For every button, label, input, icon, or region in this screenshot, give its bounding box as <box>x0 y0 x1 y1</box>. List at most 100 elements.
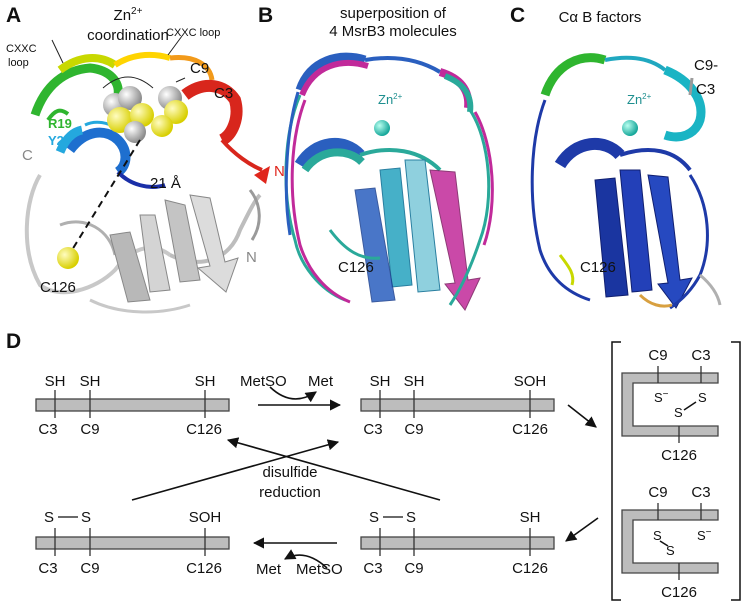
n-terminus-grey-label: N <box>246 249 257 266</box>
c3-thiol: SH <box>370 373 391 390</box>
c9-label: C9 <box>190 60 209 77</box>
c126-sulfur-atom <box>57 247 79 269</box>
zinc-atom <box>124 121 146 143</box>
panel-d: D SH SH SH C3 C9 C126 SH SH SOH C3 C9 C1… <box>6 330 741 601</box>
state-3-disulfide: S S SH C3 C9 C126 <box>360 509 555 577</box>
c126-label: C126 <box>661 584 697 601</box>
c9-label: C9 <box>648 347 667 364</box>
c9-sulfur: S <box>81 509 91 526</box>
panel-c-c3-label: C3 <box>696 81 715 98</box>
c126-sulfur: S <box>674 405 683 420</box>
c3-sulfur: S <box>369 509 379 526</box>
panel-d-letter: D <box>6 330 21 353</box>
panel-c-zn-label: Zn2+ <box>627 92 652 107</box>
panel-a-annotations: Zn2+ coordination CXXC loop CXXC loop C9… <box>6 6 285 296</box>
c126-label: C126 <box>186 560 222 577</box>
metso-label: MetSO <box>240 373 287 390</box>
c3-label: C3 <box>38 560 57 577</box>
c9-label: C9 <box>80 421 99 438</box>
r19-label: R19 <box>48 116 72 131</box>
panel-b-title-2: 4 MsrB3 molecules <box>329 23 457 40</box>
panel-c-letter: C <box>510 4 525 27</box>
panel-b-letter: B <box>258 4 273 27</box>
metso-label: MetSO <box>296 561 343 578</box>
c9-thiol: SH <box>404 373 425 390</box>
c126-label: C126 <box>512 560 548 577</box>
c3-label: C3 <box>363 560 382 577</box>
c9-sulfur: S <box>653 528 662 543</box>
panel-c-ribbon <box>530 53 722 310</box>
state-1-reduced: SH SH SH C3 C9 C126 <box>35 373 230 438</box>
c126-thiol: SH <box>520 509 541 526</box>
c126-label: C126 <box>186 421 222 438</box>
panel-c-title: Cα B factors <box>559 9 642 26</box>
protein-bar <box>360 398 555 412</box>
met-label: Met <box>308 373 334 390</box>
thiolate-c9: S− <box>654 389 669 405</box>
intermediate-bracket: C9 C3 C126 S− S S C9 C3 C126 S S S− <box>611 341 741 601</box>
panel-a-spheres <box>57 86 188 269</box>
cxxc-loop-right-label: CXXC loop <box>166 27 220 39</box>
c126-sulfur: S <box>666 543 675 558</box>
protein-bar <box>35 398 230 412</box>
y27-label: Y27 <box>48 133 71 148</box>
c3-label: C3 <box>691 347 710 364</box>
c126-label: C126 <box>661 447 697 464</box>
met-label: Met <box>256 561 282 578</box>
c9-sulfur: S <box>406 509 416 526</box>
n-terminus-red-label: N <box>274 163 285 180</box>
thiolate-c3: S− <box>697 527 712 543</box>
panel-a-ribbon <box>24 51 263 314</box>
disulfide-reduction-arrows: disulfide reduction <box>131 437 441 501</box>
panel-b-ribbon <box>284 52 494 311</box>
sulfur-atom <box>130 103 154 127</box>
panel-a: A <box>6 4 285 314</box>
c9-thiol: SH <box>80 373 101 390</box>
c3-thiol: SH <box>45 373 66 390</box>
intermediate-1: C9 C3 C126 S− S S <box>621 347 719 464</box>
panel-c: C Cα B factors Zn2+ C9- C3 C126 <box>510 4 722 310</box>
intermediate-2: C9 C3 C126 S S S− <box>621 484 719 601</box>
c126-sulfenic-acid: SOH <box>189 509 222 526</box>
distance-label: 21 Å <box>150 175 181 192</box>
c126-label: C126 <box>512 421 548 438</box>
panel-c-c9-label: C9- <box>694 57 718 74</box>
c9-label: C9 <box>404 560 423 577</box>
grey-atom <box>118 86 142 110</box>
c126-label: C126 <box>40 279 76 296</box>
c3-sulfur: S <box>698 390 707 405</box>
cxxc-loop-left-label-1: CXXC <box>6 43 37 55</box>
reduction-label: reduction <box>259 484 321 501</box>
arrow-to-intermediate <box>567 404 597 428</box>
sulfur-atom <box>164 100 188 124</box>
metso-reduction-arrow: MetSO Met <box>240 373 342 411</box>
c9-label: C9 <box>404 421 423 438</box>
c3-label: C3 <box>691 484 710 501</box>
c126-sulfenic-acid: SOH <box>514 373 547 390</box>
cxxc-loop-left-label-2: loop <box>8 57 29 69</box>
c126-thiol: SH <box>195 373 216 390</box>
sulfur-atom <box>151 115 173 137</box>
arrow-from-intermediate <box>565 517 599 542</box>
metso-reduction-arrow-bottom: Met MetSO <box>252 537 343 578</box>
panel-b-c126-label: C126 <box>338 259 374 276</box>
c-terminus-label: C <box>22 147 33 164</box>
panel-b-title-1: superposition of <box>340 5 447 22</box>
zn-coordination-label-2: coordination <box>87 27 169 44</box>
c3-label: C3 <box>38 421 57 438</box>
panel-a-letter: A <box>6 4 21 27</box>
panel-b: B superposition of 4 MsrB3 molecules Zn <box>258 4 494 311</box>
protein-bar <box>35 536 230 550</box>
c3-label: C3 <box>363 421 382 438</box>
state-4-disulfide-sulfenic: S S SOH C3 C9 C126 <box>35 509 230 577</box>
zn-coordination-label: Zn2+ <box>114 6 143 24</box>
disulfide-label: disulfide <box>262 464 317 481</box>
state-2-sulfenic: SH SH SOH C3 C9 C126 <box>360 373 555 438</box>
panel-c-c126-label: C126 <box>580 259 616 276</box>
zinc-ion <box>374 120 390 136</box>
protein-bar <box>360 536 555 550</box>
panel-b-zn-label: Zn2+ <box>378 92 403 107</box>
c9-label: C9 <box>648 484 667 501</box>
c3-sulfur: S <box>44 509 54 526</box>
